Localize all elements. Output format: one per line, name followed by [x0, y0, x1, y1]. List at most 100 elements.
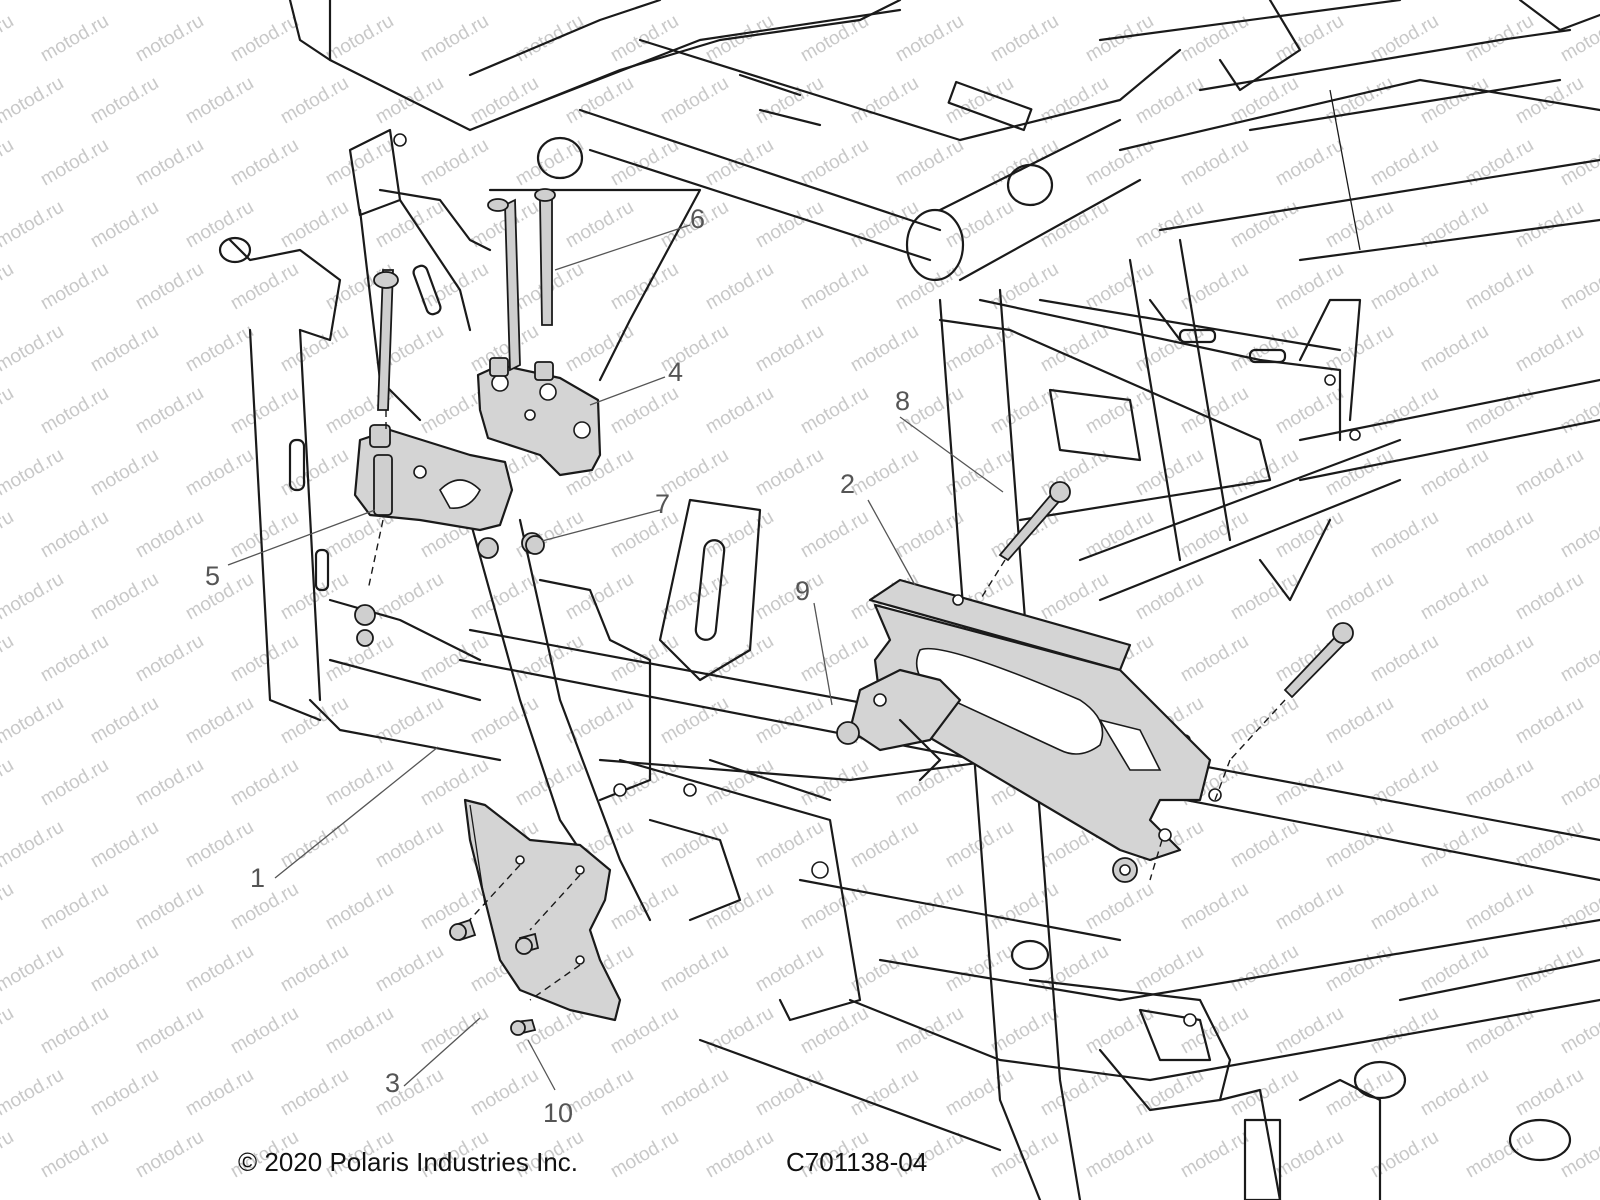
watermark-text: motod.ru [87, 817, 162, 873]
watermark-text: motod.ru [607, 507, 682, 563]
watermark-text: motod.ru [132, 1003, 207, 1059]
watermark-text: motod.ru [0, 11, 17, 67]
watermark-text: motod.ru [467, 0, 542, 4]
watermark-text: motod.ru [0, 1065, 67, 1121]
watermark-text: motod.ru [1557, 383, 1600, 439]
part-guard-3 [463, 798, 622, 1022]
watermark-text: motod.ru [0, 879, 17, 935]
watermark-text: motod.ru [797, 755, 872, 811]
watermark-text: motod.ru [467, 1065, 542, 1121]
watermark-text: motod.ru [942, 941, 1017, 997]
watermark-text: motod.ru [182, 0, 257, 4]
watermark-text: motod.ru [1417, 445, 1492, 501]
watermark-text: motod.ru [322, 135, 397, 191]
watermark-text: motod.ru [227, 383, 302, 439]
watermark-text: motod.ru [1462, 11, 1537, 67]
watermark-text: motod.ru [182, 941, 257, 997]
watermark-text: motod.ru [752, 445, 827, 501]
watermark-text: motod.ru [512, 11, 587, 67]
watermark-text: motod.ru [1322, 569, 1397, 625]
watermark-text: motod.ru [277, 321, 352, 377]
watermark-text: motod.ru [1462, 755, 1537, 811]
callout-4: 4 [668, 357, 683, 387]
watermark-text: motod.ru [182, 73, 257, 129]
watermark-text: motod.ru [322, 1003, 397, 1059]
watermark-text: motod.ru [1037, 569, 1112, 625]
watermark-text: motod.ru [417, 259, 492, 315]
watermark-text: motod.ru [1082, 259, 1157, 315]
leader-lines [227, 224, 1004, 1091]
watermark-text: motod.ru [227, 1003, 302, 1059]
part-nut-lower [1112, 857, 1138, 883]
watermark-text: motod.ru [1177, 1127, 1252, 1183]
watermark-text: motod.ru [1367, 507, 1442, 563]
watermark-text: motod.ru [1557, 259, 1600, 315]
watermark-text: motod.ru [1037, 321, 1112, 377]
watermark-text: motod.ru [417, 631, 492, 687]
watermark-text: motod.ru [37, 383, 112, 439]
watermark-text: motod.ru [1512, 321, 1587, 377]
watermark-text: motod.ru [277, 197, 352, 253]
watermark-text: motod.ru [752, 941, 827, 997]
watermark-text: motod.ru [417, 1003, 492, 1059]
watermark-text: motod.ru [987, 1127, 1062, 1183]
callout-9: 9 [795, 576, 810, 606]
watermark-text: motod.ru [1227, 693, 1302, 749]
watermark-text: motod.ru [132, 259, 207, 315]
watermark-text: motod.ru [1367, 631, 1442, 687]
watermark-text: motod.ru [1177, 879, 1252, 935]
watermark-text: motod.ru [0, 569, 67, 625]
watermark-text: motod.ru [277, 1065, 352, 1121]
watermark-text: motod.ru [1462, 1127, 1537, 1183]
callout-3: 3 [385, 1068, 400, 1098]
watermark-text: motod.ru [702, 631, 777, 687]
watermark-text: motod.ru [132, 383, 207, 439]
watermark-text: motod.ru [702, 1003, 777, 1059]
watermark-text: motod.ru [417, 755, 492, 811]
watermark-text: motod.ru [702, 879, 777, 935]
watermark-text: motod.ru [1037, 0, 1112, 4]
watermark-text: motod.ru [277, 445, 352, 501]
watermark-text: motod.ru [1177, 135, 1252, 191]
watermark-text: motod.ru [182, 693, 257, 749]
watermark-text: motod.ru [512, 755, 587, 811]
watermark-text: motod.ru [1037, 197, 1112, 253]
watermark-text: motod.ru [892, 755, 967, 811]
watermark-text: motod.ru [607, 135, 682, 191]
watermark-text: motod.ru [0, 321, 67, 377]
watermark-text: motod.ru [847, 1065, 922, 1121]
watermark-text: motod.ru [1417, 569, 1492, 625]
watermark-text: motod.ru [1272, 1003, 1347, 1059]
watermark-text: motod.ru [0, 135, 17, 191]
watermark-text: motod.ru [37, 879, 112, 935]
watermark-text: motod.ru [847, 817, 922, 873]
watermark-text: motod.ru [657, 0, 732, 4]
watermark-text: motod.ru [87, 0, 162, 4]
watermark-text: motod.ru [1557, 1127, 1600, 1183]
watermark-text: motod.ru [277, 941, 352, 997]
watermark-text: motod.ru [1462, 383, 1537, 439]
part-plate-9 [836, 668, 962, 782]
watermark-text: motod.ru [1272, 135, 1347, 191]
watermark-text: motod.ru [562, 0, 637, 4]
watermark-text: motod.ru [1417, 817, 1492, 873]
part-bolts-6 [373, 188, 556, 430]
watermark-text: motod.ru [1512, 569, 1587, 625]
watermark-text: motod.ru [1367, 259, 1442, 315]
watermark-text: motod.ru [467, 693, 542, 749]
watermark-text: motod.ru [37, 755, 112, 811]
watermark-text: motod.ru [227, 755, 302, 811]
watermark-text: motod.ru [987, 1003, 1062, 1059]
watermark-text: motod.ru [847, 0, 922, 4]
watermark-text: motod.ru [1512, 941, 1587, 997]
watermark-text: motod.ru [892, 879, 967, 935]
watermark-text: motod.ru [1082, 1127, 1157, 1183]
watermark-text: motod.ru [0, 0, 67, 4]
watermark-text: motod.ru [227, 135, 302, 191]
watermark-text: motod.ru [1132, 1065, 1207, 1121]
watermark-text: motod.ru [322, 879, 397, 935]
watermark-text: motod.ru [182, 817, 257, 873]
watermark-text: motod.ru [87, 569, 162, 625]
watermark-text: motod.ru [1037, 73, 1112, 129]
watermark-text: motod.ru [37, 507, 112, 563]
